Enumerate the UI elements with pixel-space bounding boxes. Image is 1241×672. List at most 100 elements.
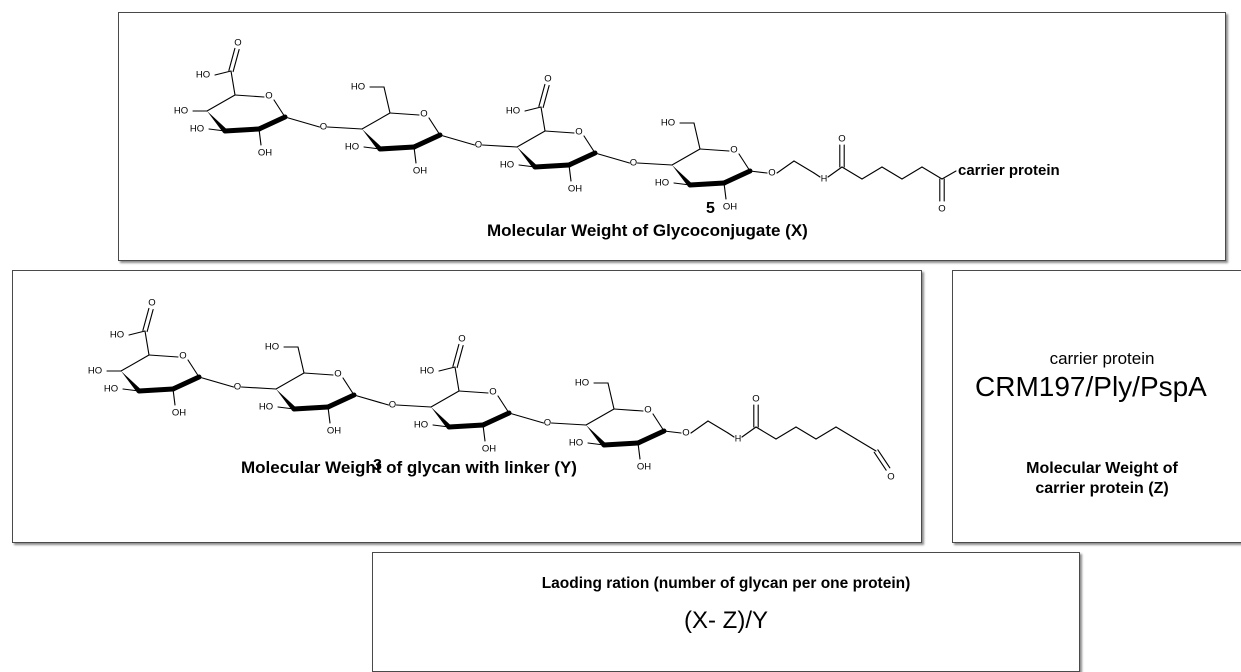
bond	[538, 83, 546, 107]
loading-ratio-formula: (X- Z)/Y	[684, 607, 768, 634]
bond	[755, 426, 777, 440]
bond	[120, 354, 150, 372]
bond	[482, 424, 486, 442]
bond	[432, 424, 450, 428]
bond	[326, 126, 363, 130]
bond	[481, 144, 518, 148]
wedge-bond	[481, 413, 509, 428]
glycan-caption: Molecular Weight of glycan with linker (…	[241, 458, 577, 477]
atom-label: O	[630, 158, 637, 169]
wedge-bond	[517, 147, 537, 169]
bond	[353, 394, 390, 406]
atom-label: HO	[500, 160, 514, 171]
bond	[585, 408, 615, 426]
atom-label: HO	[420, 366, 434, 377]
atom-label: O	[887, 472, 894, 483]
bond	[690, 420, 709, 434]
atom-label: O	[179, 351, 186, 362]
atom-label: O	[234, 38, 241, 49]
atom-label: HO	[575, 378, 589, 389]
atom-label: HO	[196, 70, 210, 81]
bond	[699, 148, 730, 152]
carrier-protein-panel: carrier protein CRM197/Ply/PspA Molecula…	[952, 270, 1241, 543]
bond	[277, 406, 295, 410]
wedge-bond	[567, 153, 595, 168]
bond	[587, 442, 605, 446]
bond	[172, 388, 176, 406]
bond	[855, 438, 877, 452]
bond	[413, 146, 417, 164]
bond	[497, 395, 510, 414]
atom-label: HO	[174, 106, 188, 117]
compound-number-5: 5	[706, 200, 715, 217]
bond	[524, 106, 542, 112]
atom-label: OH	[327, 426, 341, 437]
bond	[234, 94, 265, 98]
bond	[637, 442, 641, 460]
atom-label: H	[821, 173, 828, 183]
bond	[361, 112, 391, 130]
bond	[901, 166, 923, 180]
carrier-protein-subtitle: carrier protein	[1049, 349, 1155, 368]
atom-label: OH	[258, 148, 272, 159]
bond	[454, 366, 460, 392]
bond	[456, 345, 464, 369]
bond	[813, 172, 821, 178]
bond	[877, 449, 891, 469]
atom-label: HO	[88, 366, 102, 377]
bond	[144, 330, 150, 356]
atom-label: O	[389, 400, 396, 411]
bond	[458, 390, 489, 394]
loading-ratio-panel: Laoding ration (number of glycan per one…	[372, 552, 1080, 672]
bond	[240, 386, 277, 390]
bond	[363, 146, 381, 150]
carrier-protein-attachment: carrier protein	[958, 162, 1060, 179]
atom-label: OH	[413, 166, 427, 177]
bond	[214, 70, 232, 76]
bond	[208, 128, 226, 132]
bond	[198, 376, 235, 388]
atom-label: O	[682, 428, 689, 439]
atom-label: HO	[259, 402, 273, 413]
atom-label: HO	[661, 118, 675, 129]
atom-label: HO	[104, 384, 118, 395]
atom-label: O	[575, 127, 582, 138]
wedge-bond	[257, 117, 285, 132]
bond	[273, 99, 286, 118]
atom-label: HO	[506, 106, 520, 117]
atom-label: HO	[414, 420, 428, 431]
atom-label: O	[544, 418, 551, 429]
atom-label: HO	[569, 438, 583, 449]
bond	[327, 406, 331, 424]
bond	[594, 152, 631, 164]
atom-label: OH	[637, 462, 651, 473]
bond	[671, 148, 701, 166]
wedge-bond	[276, 389, 296, 411]
atom-label: HO	[110, 330, 124, 341]
atom-label: O	[148, 298, 155, 309]
bond	[518, 164, 536, 168]
carrier-protein-caption-line2: carrier protein (Z)	[1035, 480, 1169, 497]
bond	[749, 170, 768, 174]
bond	[148, 354, 179, 358]
bond	[232, 49, 240, 73]
bond	[727, 432, 735, 438]
bond	[532, 162, 572, 170]
bond	[342, 377, 355, 396]
bond	[607, 382, 615, 410]
atom-label: O	[938, 204, 945, 215]
bond	[542, 85, 550, 109]
wedge-bond	[412, 135, 440, 150]
atom-label: O	[334, 369, 341, 380]
bond	[206, 94, 236, 112]
atom-label: HO	[190, 124, 204, 135]
atom-label: H	[735, 433, 742, 443]
wedge-bond	[326, 395, 354, 410]
bond	[636, 162, 673, 166]
bond	[452, 343, 460, 367]
bond	[775, 426, 797, 440]
atom-label: O	[234, 382, 241, 393]
